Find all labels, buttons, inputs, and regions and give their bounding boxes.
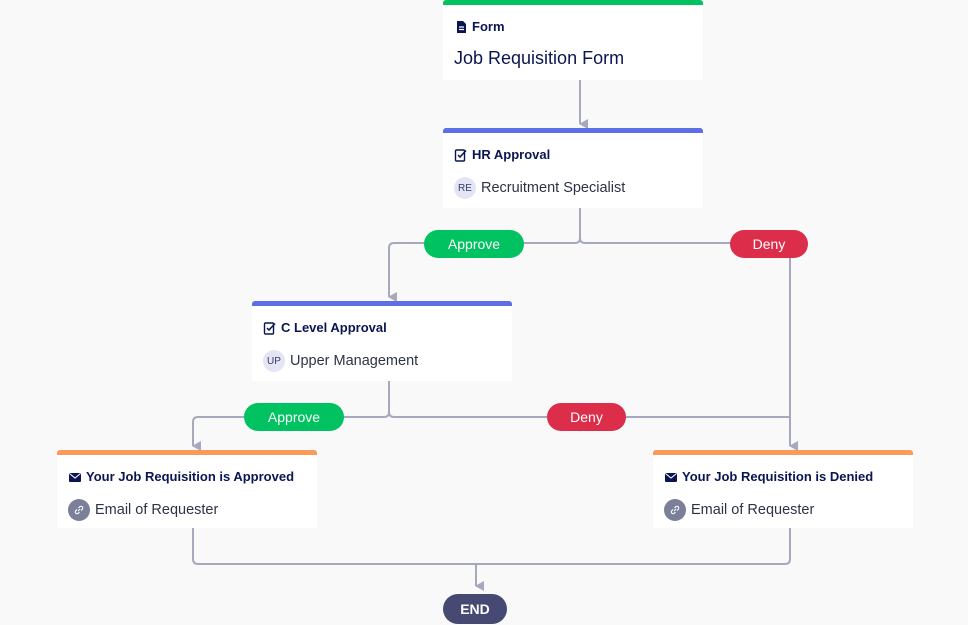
approval-icon bbox=[454, 148, 467, 162]
envelope-icon bbox=[69, 472, 81, 482]
clevel-deny-branch[interactable]: Deny bbox=[547, 403, 626, 431]
approved-email-header: Your Job Requisition is Approved bbox=[68, 469, 294, 484]
assignee-label: Upper Management bbox=[290, 353, 419, 369]
denied-email-type: Your Job Requisition is Denied bbox=[682, 469, 874, 484]
c-level-approval-type: C Level Approval bbox=[281, 320, 387, 335]
form-node-header: Form bbox=[454, 19, 505, 34]
envelope-icon bbox=[665, 472, 677, 482]
clevel-approve-branch[interactable]: Approve bbox=[244, 403, 344, 431]
c-level-approval-node[interactable]: C Level Approval UP Upper Management bbox=[252, 301, 512, 381]
link-icon bbox=[664, 499, 686, 521]
form-node-title: Job Requisition Form bbox=[454, 48, 625, 68]
avatar: RE bbox=[454, 177, 476, 199]
c-level-approval-assignee: UP Upper Management bbox=[263, 350, 418, 372]
connector-approved-to-end bbox=[192, 528, 791, 565]
denied-email-header: Your Job Requisition is Denied bbox=[664, 469, 873, 484]
denied-email-recipient: Email of Requester bbox=[664, 499, 814, 521]
hr-approval-header: HR Approval bbox=[454, 147, 550, 162]
approved-email-node[interactable]: Your Job Requisition is Approved Email o… bbox=[57, 450, 317, 528]
end-node[interactable]: END bbox=[443, 594, 507, 624]
hr-approval-assignee: RE Recruitment Specialist bbox=[454, 177, 625, 199]
form-node-type: Form bbox=[472, 19, 505, 34]
assignee-label: Recruitment Specialist bbox=[481, 180, 626, 196]
approved-email-type: Your Job Requisition is Approved bbox=[86, 469, 295, 484]
approved-email-recipient: Email of Requester bbox=[68, 499, 218, 521]
approval-icon bbox=[263, 321, 276, 335]
connector-clevel-deny bbox=[388, 411, 790, 418]
hr-approval-node[interactable]: HR Approval RE Recruitment Specialist bbox=[443, 128, 703, 208]
hr-approve-branch[interactable]: Approve bbox=[424, 230, 524, 258]
recipient-label: Email of Requester bbox=[691, 502, 815, 518]
denied-email-node[interactable]: Your Job Requisition is Denied Email of … bbox=[653, 450, 913, 528]
link-icon bbox=[68, 499, 90, 521]
recipient-label: Email of Requester bbox=[95, 502, 219, 518]
hr-deny-branch[interactable]: Deny bbox=[730, 230, 808, 258]
hr-approval-type: HR Approval bbox=[472, 147, 551, 162]
avatar: UP bbox=[263, 350, 285, 372]
c-level-approval-header: C Level Approval bbox=[263, 320, 387, 335]
form-node[interactable]: Form Job Requisition Form bbox=[443, 0, 703, 80]
document-icon bbox=[457, 20, 466, 33]
